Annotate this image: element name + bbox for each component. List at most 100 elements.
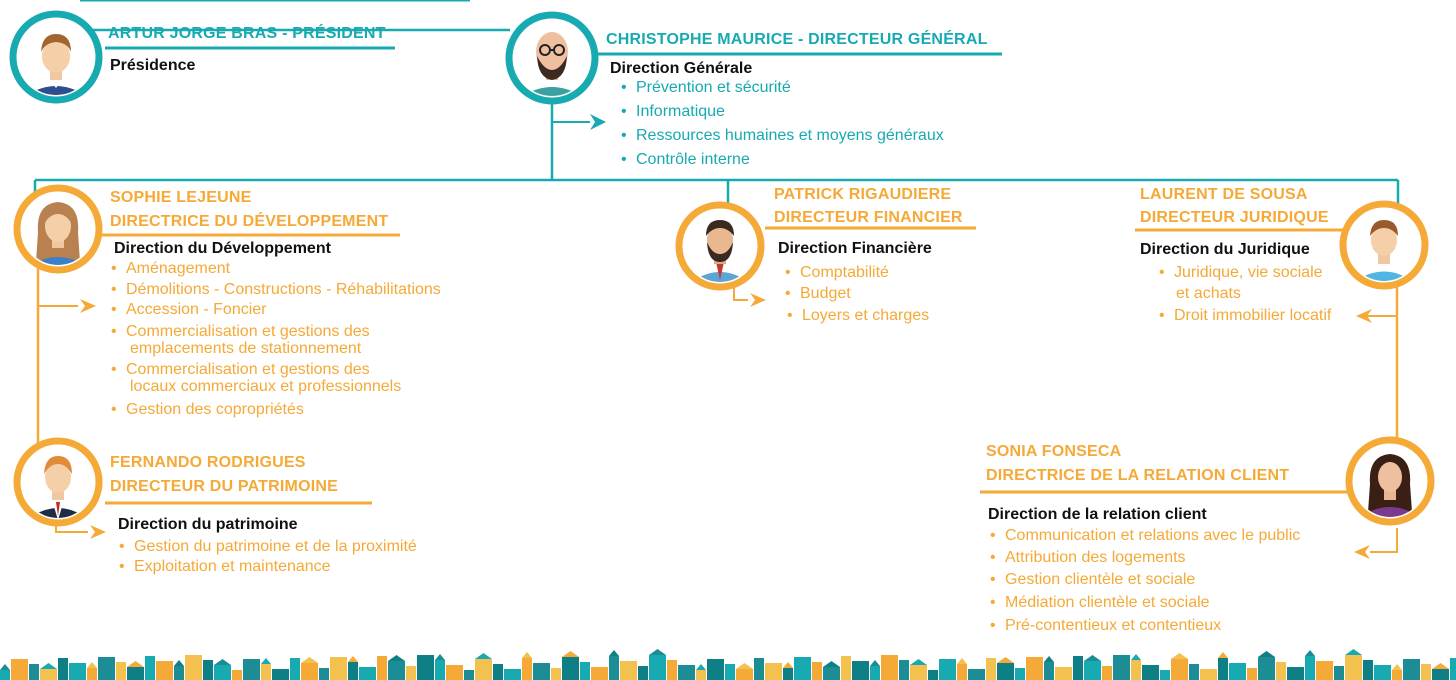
skyline-building [1345, 655, 1362, 680]
skyline-building [98, 657, 115, 680]
skyline-building [1160, 670, 1170, 680]
dev-item-continued: emplacements de stationnement [130, 340, 362, 357]
skyline-building [232, 670, 242, 680]
fin-name: PATRICK RIGAUDIERE [774, 186, 952, 203]
skyline-building [910, 665, 927, 680]
skyline-building [852, 661, 869, 680]
skyline-roof [1131, 654, 1141, 660]
skyline-roof [957, 658, 967, 664]
skyline-building [794, 657, 811, 680]
skyline-building [1015, 668, 1025, 680]
skyline-roof [1392, 664, 1402, 670]
skyline-building [609, 656, 619, 680]
skyline-building [1450, 658, 1456, 680]
skyline-roof [696, 664, 706, 670]
skyline-building [214, 665, 231, 680]
skyline-roof [522, 652, 532, 658]
skyline-building [359, 667, 376, 680]
skyline-roof [609, 650, 619, 656]
skyline-building [551, 668, 561, 680]
skyline-roof [301, 657, 318, 663]
skyline-building [997, 663, 1014, 680]
rc-arrow-icon [1354, 545, 1370, 559]
skyline-building [40, 669, 57, 680]
skyline-roof [1044, 656, 1054, 662]
skyline-building [301, 663, 318, 680]
dev-avatar [13, 184, 103, 274]
skyline-building [939, 659, 956, 680]
skyline-building [1276, 662, 1286, 680]
dev-name: SOPHIE LEJEUNE [110, 189, 252, 206]
dev-item: Accession - Foncier [111, 301, 266, 319]
skyline-building [591, 667, 608, 680]
skyline-building [1258, 657, 1275, 680]
jur-item: Juridique, vie sociale [1159, 264, 1322, 282]
skyline-building [1432, 669, 1449, 680]
rc-name: SONIA FONSECA [986, 443, 1122, 460]
skyline-roof [997, 657, 1014, 663]
skyline-building [1287, 667, 1304, 680]
skyline-building [1102, 666, 1112, 680]
skyline-building [87, 668, 97, 680]
skyline-roof [1084, 655, 1101, 661]
skyline-building [69, 663, 86, 680]
president-avatar [9, 10, 103, 104]
skyline-roof [87, 662, 97, 668]
skyline-building [957, 664, 967, 680]
skyline-building [1171, 659, 1188, 680]
skyline-building [783, 668, 793, 680]
skyline-building [522, 658, 532, 680]
skyline-building [203, 660, 213, 680]
pat-name: FERNANDO RODRIGUES [110, 454, 306, 471]
skyline-roof [0, 664, 10, 670]
skyline-building [446, 665, 463, 680]
skyline-building [475, 659, 492, 680]
fin-arrow-icon [750, 293, 766, 307]
skyline-building [388, 661, 405, 680]
dev-direction: Direction du Développement [114, 240, 331, 257]
pat-title: DIRECTEUR DU PATRIMOINE [110, 478, 339, 495]
rc-branch-line [1370, 528, 1398, 553]
skyline-roof [823, 661, 840, 667]
rc-item: Gestion clientèle et sociale [990, 571, 1195, 589]
skyline-building [707, 659, 724, 680]
skyline-building [823, 667, 840, 680]
skyline-building [1073, 656, 1083, 680]
skyline-building [1189, 664, 1199, 680]
skyline-building [736, 669, 753, 680]
skyline-building [58, 658, 68, 680]
skyline-building [272, 669, 289, 680]
dev-title: DIRECTRICE DU DÉVELOPPEMENT [110, 213, 389, 230]
dg-item: Informatique [621, 103, 725, 121]
jur-arrow-icon [1356, 309, 1372, 323]
dg-item: Ressources humaines et moyens généraux [621, 127, 944, 145]
skyline-building [968, 669, 985, 680]
skyline-building [0, 670, 10, 680]
rc-title: DIRECTRICE DE LA RELATION CLIENT [986, 467, 1290, 484]
rc-item: Médiation clientèle et sociale [990, 594, 1210, 612]
dg-name: CHRISTOPHE MAURICE - DIRECTEUR GÉNÉRAL [606, 31, 988, 48]
jur-item-continued: et achats [1176, 285, 1241, 302]
skyline-roof [127, 661, 144, 667]
dev-item: Gestion des copropriétés [111, 401, 304, 419]
fin-item: Budget [785, 285, 851, 303]
fin-item: Loyers et charges [787, 307, 929, 325]
skyline-building [580, 662, 590, 680]
dev-arrow-icon [80, 299, 96, 313]
skyline-building [330, 657, 347, 680]
dg-direction: Direction Générale [610, 60, 753, 77]
skyline-roof [174, 660, 184, 666]
skyline-roof [649, 649, 666, 655]
skyline-building [1392, 670, 1402, 680]
skyline-roof [562, 651, 579, 657]
skyline-building [765, 663, 782, 680]
skyline-building [493, 664, 503, 680]
skyline-building [417, 655, 434, 680]
skyline-building [11, 659, 28, 680]
skyline-building [1131, 660, 1141, 680]
jur-direction: Direction du Juridique [1140, 241, 1310, 258]
skyline-building [243, 659, 260, 680]
skyline-roof [435, 654, 445, 660]
skyline-roof [1432, 663, 1449, 669]
